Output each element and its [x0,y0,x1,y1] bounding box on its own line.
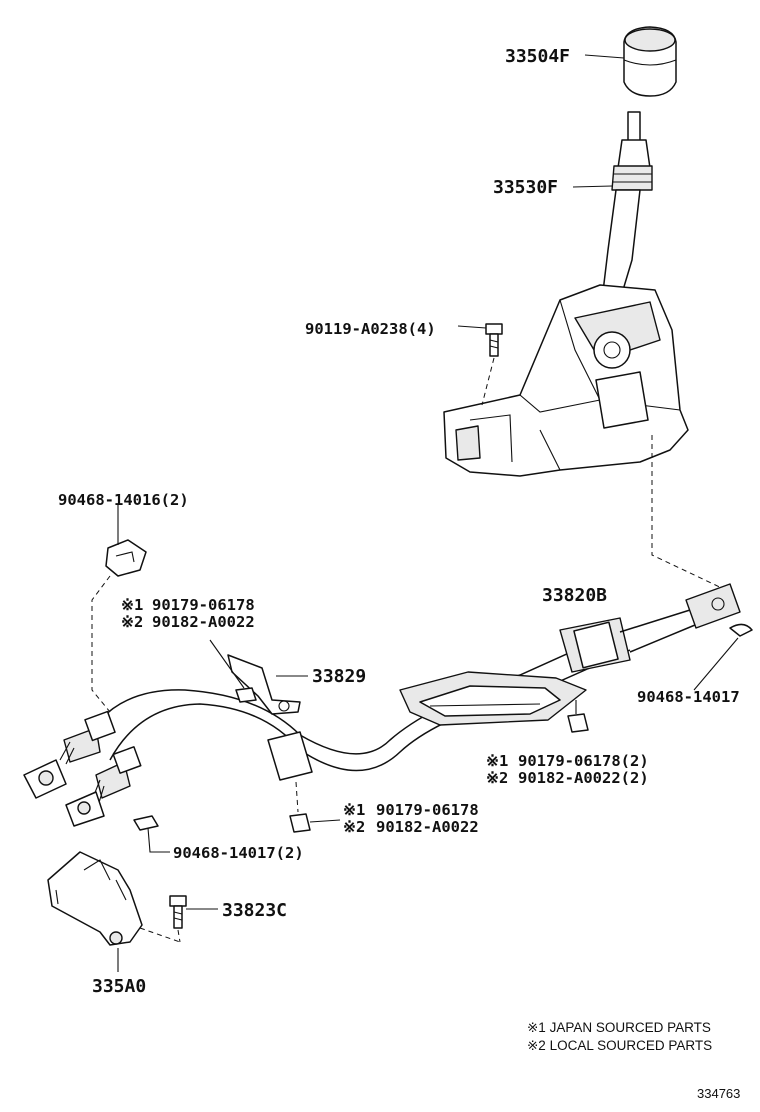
marker-1-c: ※1 [343,801,365,819]
marker-2-b: ※2 [486,769,508,787]
leader-clip-l [147,827,170,853]
callout-bolt-c: 33823C [222,900,287,921]
shift-cable-assy [23,583,741,827]
shift-lever-housing [443,284,689,477]
marker-2-a: ※2 [121,613,143,631]
marker-1-b: ※1 [486,752,508,770]
clip-90468-14017-right [729,623,753,637]
leader-nut-a [209,639,245,689]
legend-line-2: ※2 LOCAL SOURCED PARTS [527,1038,712,1053]
dashed-housing-cable [651,435,727,591]
callout-nut-j-c: 90179-06178 [376,801,479,819]
callout-boot: 33530F [493,177,558,198]
callout-nut-j-b: 90179-06178(2) [518,752,649,770]
dashed-nut-lower [295,781,299,813]
clip-90468-14017-left [133,815,159,831]
dashed-bolt [481,357,495,406]
nut-cable-lower [289,813,311,833]
leader-clip-r [693,637,739,691]
nut-bracket [235,687,257,703]
callout-bracket-bottom: 335A0 [92,976,146,997]
dashed-clip-2 [91,575,111,713]
reference-number: 334763 [697,1086,740,1101]
bolt-90119-a0238 [485,323,503,357]
marker-2-c: ※2 [343,818,365,836]
callout-shift-knob: 33504F [505,46,570,67]
callout-nut-j-a: 90179-06178 [152,596,255,614]
leader-shift-knob [584,54,625,59]
callout-clip-2: 90468-14016(2) [58,491,189,509]
callout-nut-l-c: 90182-A0022 [376,818,479,836]
clip-90468-14016 [105,539,147,577]
callout-nut-l-b: 90182-A0022(2) [518,769,649,787]
leader-nut-c [309,819,341,823]
shift-knob [623,26,677,97]
marker-1-a: ※1 [121,596,143,614]
bolt-33823c [169,895,187,929]
nut-cable-right [567,713,589,733]
callout-clip-r: 90468-14017 [637,688,740,706]
bracket-335a0 [47,851,143,946]
callout-nut-l-a: 90182-A0022 [152,613,255,631]
callout-clip-l: 90468-14017(2) [173,844,304,862]
dashed-bolt-c [177,929,181,943]
leader-boot [572,185,613,188]
callout-bracket: 33829 [312,666,366,687]
leader-bolt [457,325,487,329]
callout-bolt-4: 90119-A0238(4) [305,320,436,338]
callout-cable-assy: 33820B [542,585,607,606]
dashed-bracket-bottom [139,927,181,943]
legend-line-1: ※1 JAPAN SOURCED PARTS [527,1020,711,1035]
shift-lever [601,111,653,301]
bracket-33829 [227,654,301,715]
